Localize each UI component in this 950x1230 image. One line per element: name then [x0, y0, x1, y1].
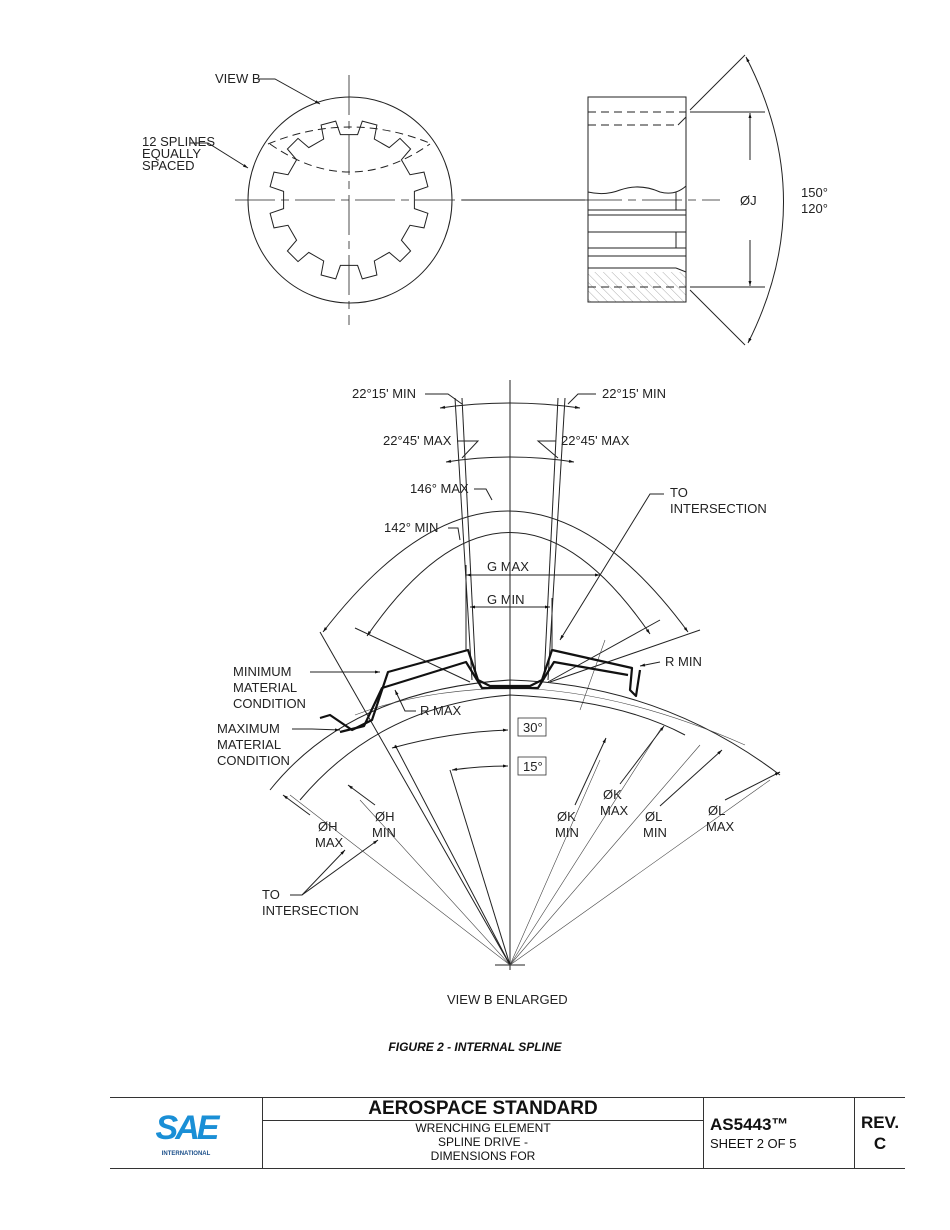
angle-142-min: 142° MIN [384, 520, 438, 535]
angle-15-label: 15° [523, 759, 543, 774]
dia-h-min-1: ØH [375, 809, 395, 824]
enlarged-view-label: VIEW B ENLARGED [447, 992, 568, 1007]
dia-k-max-1: ØK [603, 787, 622, 802]
to-intersection-top-1: TO [670, 485, 688, 500]
end-view: VIEW B 12 SPLINES EQUALLY SPACED [142, 71, 585, 325]
splines-label-2: EQUALLY [142, 146, 201, 161]
title-block: SAE INTERNATIONAL AEROSPACE STANDARD WRE… [110, 1097, 905, 1169]
dia-k-min-2: MIN [555, 825, 579, 840]
sheet-number: SHEET 2 OF 5 [710, 1136, 797, 1151]
angle-150: 150° [801, 185, 828, 200]
min-material-3: CONDITION [233, 696, 306, 711]
g-min-label: G MIN [487, 592, 525, 607]
splines-label-3: SPACED [142, 158, 195, 173]
r-max-label: R MAX [420, 703, 462, 718]
angle-22-15-right: 22°15' MIN [602, 386, 666, 401]
angle-120: 120° [801, 201, 828, 216]
dia-h-max-1: ØH [318, 819, 338, 834]
rev-label: REV. [860, 1113, 900, 1132]
splines-label-1: 12 SPLINES [142, 134, 215, 149]
max-material-2: MATERIAL [217, 737, 281, 752]
min-material-profile [339, 660, 629, 734]
side-view: ØJ 150° 120° [582, 54, 828, 346]
to-intersection-top-2: INTERSECTION [670, 501, 767, 516]
dia-l-min-2: MIN [643, 825, 667, 840]
angle-22-45-left: 22°45' MAX [383, 433, 452, 448]
angle-30-label: 30° [523, 720, 543, 735]
angle-22-45-right: 22°45' MAX [561, 433, 630, 448]
min-material-1: MINIMUM [233, 664, 292, 679]
sae-logo: SAE INTERNATIONAL [110, 1098, 263, 1168]
enlarged-view: G MAX G MIN 22°15' MIN 22°15' MIN 22°45'… [217, 380, 781, 1007]
rev-cell: REV. C [855, 1098, 905, 1168]
title-cell: AEROSPACE STANDARD WRENCHING ELEMENT SPL… [263, 1098, 704, 1168]
doc-number: AS5443™ [710, 1115, 789, 1134]
dia-h-min-2: MIN [372, 825, 396, 840]
dia-j-label: ØJ [740, 193, 757, 208]
subtitle-line-3: DIMENSIONS FOR [430, 1149, 536, 1163]
dia-h-max-2: MAX [315, 835, 344, 850]
dia-l-min-1: ØL [645, 809, 662, 824]
logo-subtext: INTERNATIONAL [161, 1150, 211, 1157]
to-intersection-bottom-1: TO [262, 887, 280, 902]
doc-cell: AS5443™ SHEET 2 OF 5 [704, 1098, 855, 1168]
rev-value: C [873, 1134, 887, 1153]
subtitle-line-2: SPLINE DRIVE - [437, 1135, 529, 1149]
min-material-2: MATERIAL [233, 680, 297, 695]
view-b-label: VIEW B [215, 71, 261, 86]
max-material-1: MAXIMUM [217, 721, 280, 736]
r-min-label: R MIN [665, 654, 702, 669]
g-max-label: G MAX [487, 559, 529, 574]
dia-l-max-1: ØL [708, 803, 725, 818]
max-material-3: CONDITION [217, 753, 290, 768]
angle-22-15-left: 22°15' MIN [352, 386, 416, 401]
angle-146-max: 146° MAX [410, 481, 469, 496]
standard-heading: AEROSPACE STANDARD [263, 1098, 703, 1121]
to-intersection-bottom-2: INTERSECTION [262, 903, 359, 918]
dia-l-max-2: MAX [706, 819, 735, 834]
figure-caption: FIGURE 2 - INTERNAL SPLINE [388, 1040, 562, 1054]
logo-text: SAE [155, 1108, 220, 1147]
subtitle-line-1: WRENCHING ELEMENT [415, 1121, 551, 1135]
dia-k-max-2: MAX [600, 803, 629, 818]
dia-k-min-1: ØK [557, 809, 576, 824]
